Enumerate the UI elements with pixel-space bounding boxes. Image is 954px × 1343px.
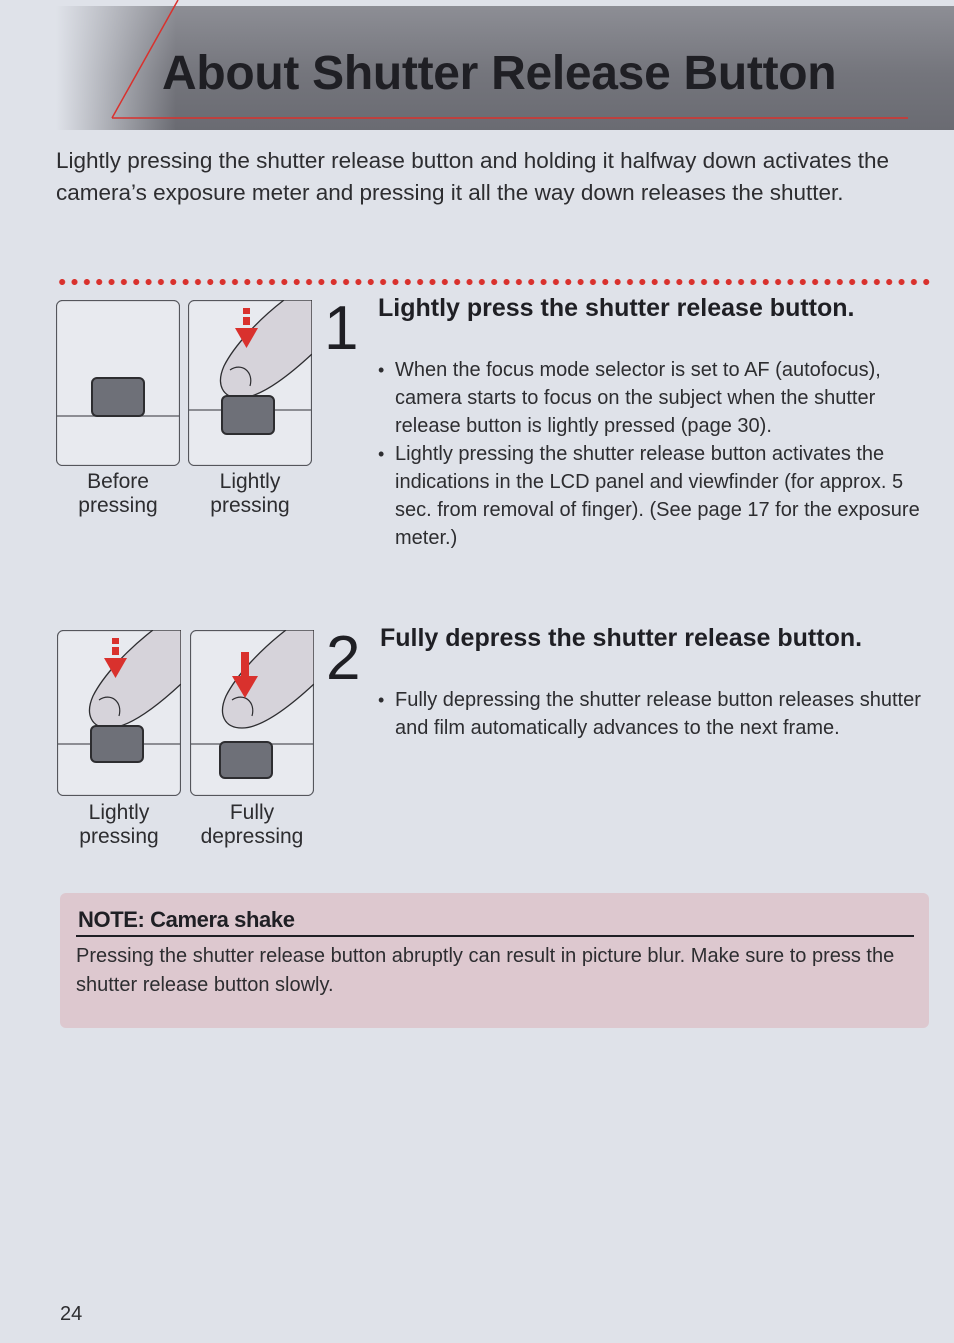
note-title: NOTE: Camera shake — [78, 907, 295, 932]
header-band — [56, 6, 954, 130]
bullet-item: Fully depressing the shutter release but… — [378, 686, 934, 742]
page-number: 24 — [60, 1303, 83, 1325]
step-2-bullets: Fully depressing the shutter release but… — [378, 686, 934, 742]
bullet-item: Lightly pressing the shutter release but… — [378, 440, 924, 552]
page-title: About Shutter Release Button — [162, 47, 837, 100]
shutter-button-icon — [221, 395, 275, 435]
step-number-1: 1 — [324, 294, 359, 363]
intro-paragraph: Lightly pressing the shutter release but… — [56, 148, 890, 205]
caption-before-pressing: Before pressing — [78, 470, 158, 517]
step-heading-1: Lightly press the shutter release button… — [378, 294, 855, 322]
dotted-divider — [56, 276, 934, 288]
finger-icon — [88, 630, 181, 729]
down-arrow-icon — [235, 308, 258, 348]
diagram-lightly-pressing-2 — [57, 630, 181, 796]
down-arrow-icon — [104, 638, 127, 678]
caption-lightly-pressing-2: Lightly pressing — [79, 801, 159, 848]
note-body: Pressing the shutter release button abru… — [76, 945, 895, 996]
shutter-button-icon — [219, 741, 273, 779]
diagram-lightly-pressing-1 — [188, 300, 312, 466]
note-box: NOTE: Camera shake Pressing the shutter … — [60, 893, 929, 1028]
diagram-fully-depressing — [190, 630, 314, 796]
bullet-item: When the focus mode selector is set to A… — [378, 356, 924, 440]
header-accent-line — [111, 0, 908, 119]
note-divider — [76, 935, 914, 937]
step-heading-2: Fully depress the shutter release button… — [380, 624, 863, 652]
step-1-bullets: When the focus mode selector is set to A… — [378, 356, 924, 552]
caption-lightly-pressing-1: Lightly pressing — [210, 470, 290, 517]
shutter-button-icon — [91, 377, 145, 417]
finger-icon — [219, 300, 312, 399]
caption-fully-depressing: Fully depressing — [200, 801, 304, 848]
down-arrow-icon — [232, 652, 258, 698]
shutter-button-icon — [90, 725, 144, 763]
step-number-2: 2 — [326, 624, 361, 693]
finger-icon — [221, 630, 314, 729]
diagram-before-pressing — [56, 300, 180, 466]
